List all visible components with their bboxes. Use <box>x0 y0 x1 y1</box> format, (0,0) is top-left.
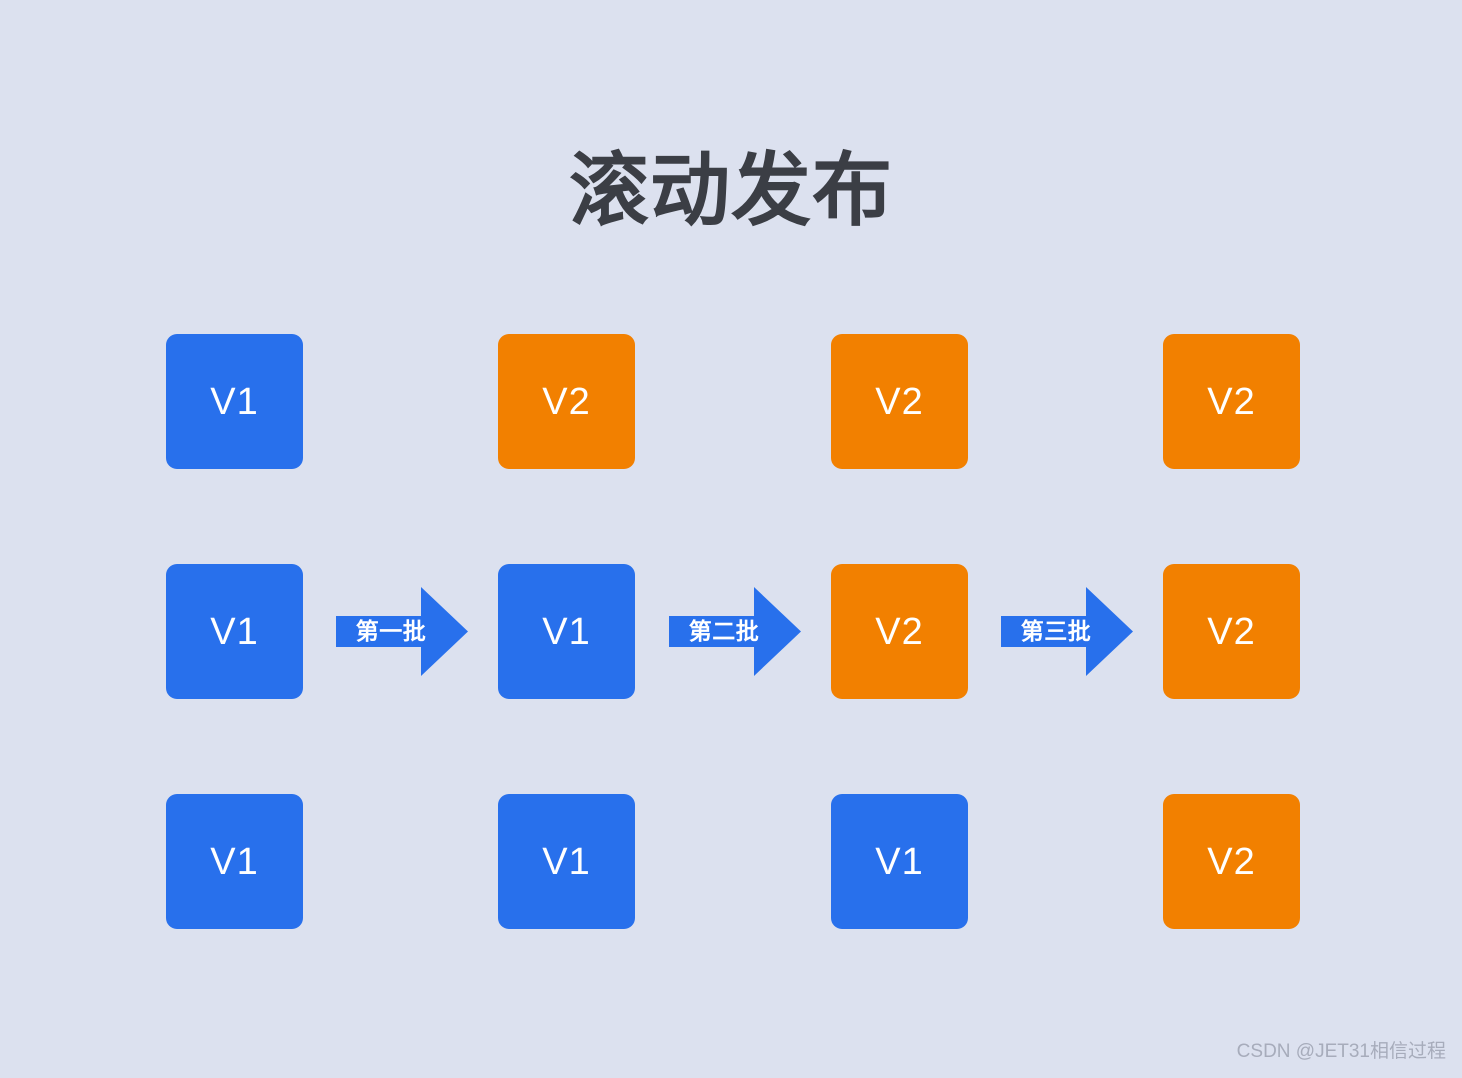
node-r2c3: V2 <box>831 564 968 699</box>
node-label: V1 <box>210 840 259 883</box>
node-label: V2 <box>875 380 924 423</box>
node-label: V2 <box>875 610 924 653</box>
node-r1c4: V2 <box>1163 334 1300 469</box>
node-label: V1 <box>210 610 259 653</box>
node-r2c2: V1 <box>498 564 635 699</box>
node-label: V1 <box>542 840 591 883</box>
node-r1c3: V2 <box>831 334 968 469</box>
node-label: V1 <box>542 610 591 653</box>
right-arrow-icon <box>1001 587 1133 676</box>
node-label: V2 <box>542 380 591 423</box>
node-r3c3: V1 <box>831 794 968 929</box>
node-r1c1: V1 <box>166 334 303 469</box>
arrow-batch-3: 第三批 <box>1001 587 1133 676</box>
node-label: V1 <box>875 840 924 883</box>
arrow-label: 第一批 <box>355 618 427 644</box>
node-r3c1: V1 <box>166 794 303 929</box>
node-label: V1 <box>210 380 259 423</box>
right-arrow-icon <box>336 587 468 676</box>
node-label: V2 <box>1207 380 1256 423</box>
node-r2c1: V1 <box>166 564 303 699</box>
node-r1c2: V2 <box>498 334 635 469</box>
watermark: CSDN @JET31相信过程 <box>1236 1041 1446 1062</box>
arrow-label: 第二批 <box>688 618 760 644</box>
arrow-batch-1: 第一批 <box>336 587 468 676</box>
arrow-label: 第三批 <box>1020 618 1092 644</box>
node-label: V2 <box>1207 840 1256 883</box>
arrow-batch-2: 第二批 <box>669 587 801 676</box>
node-r3c2: V1 <box>498 794 635 929</box>
node-label: V2 <box>1207 610 1256 653</box>
node-r3c4: V2 <box>1163 794 1300 929</box>
right-arrow-icon <box>669 587 801 676</box>
page-title: 滚动发布 <box>569 146 893 235</box>
node-r2c4: V2 <box>1163 564 1300 699</box>
